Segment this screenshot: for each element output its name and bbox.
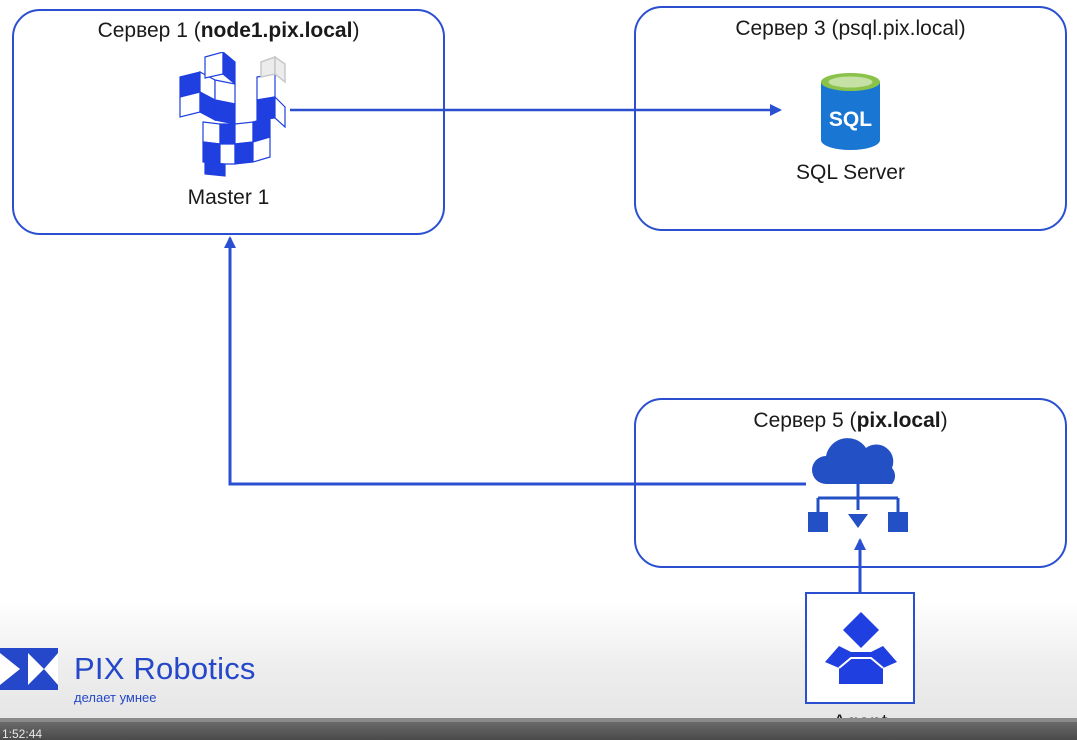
pix-master-icon [179, 52, 286, 177]
cloud-network-icon [808, 438, 908, 532]
video-player-bar: 1:52:44 [0, 718, 1077, 740]
sql-server-label: SQL Server [796, 161, 905, 184]
server-1-title: Сервер 1 (node1.pix.local) [97, 19, 360, 42]
arrow-server5-to-master [224, 236, 806, 486]
server-3-box: Сервер 3 (psql.pix.local) [634, 6, 1067, 231]
sql-database-icon: SQL [821, 73, 880, 150]
agent-icon [825, 612, 897, 684]
server-3-title: Сервер 3 (psql.pix.local) [735, 17, 966, 40]
master-1-label: Master 1 [187, 186, 270, 209]
brand-tagline: делает умнее [74, 690, 157, 705]
server-5-title: Сервер 5 (pix.local) [753, 409, 948, 432]
pix-logo-icon [0, 648, 58, 690]
sql-icon-text: SQL [829, 108, 872, 131]
video-timecode: 1:52:44 [2, 727, 43, 740]
brand-name: PIX Robotics [74, 651, 256, 686]
agent-box [805, 592, 915, 704]
